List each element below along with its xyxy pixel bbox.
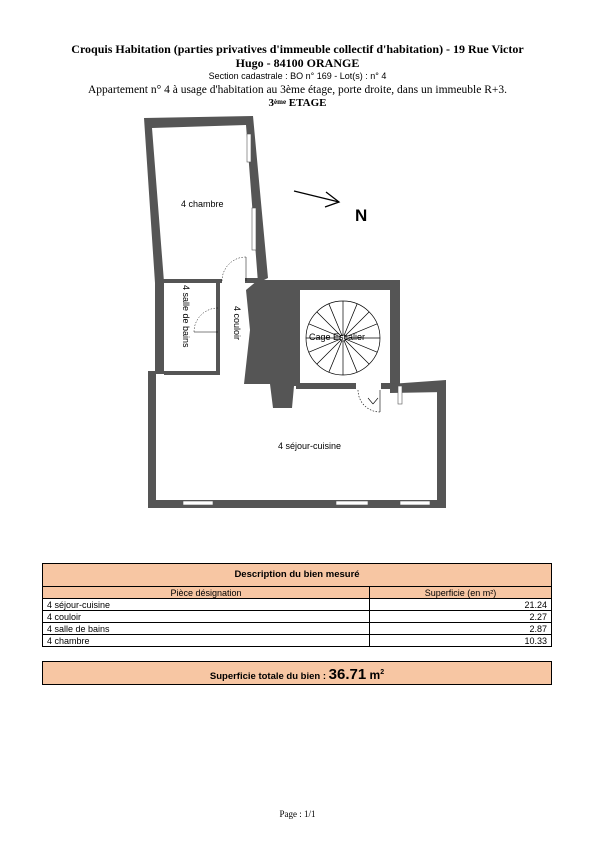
row-superficie: 2.87 <box>369 622 552 635</box>
row-superficie: 2.27 <box>369 610 552 623</box>
north-label: N <box>355 206 367 225</box>
floor-word: ETAGE <box>286 97 327 109</box>
table-title: Description du bien mesuré <box>42 563 552 587</box>
bathroom-door-icon <box>193 307 219 333</box>
bedroom-wall <box>144 116 268 283</box>
total-unit: m <box>366 668 381 682</box>
row-piece: 4 couloir <box>42 610 370 623</box>
row-piece: 4 salle de bains <box>42 622 370 635</box>
bathroom-bottom-wall <box>164 371 220 375</box>
room-label-sejour-cuisine: 4 séjour-cuisine <box>278 441 341 451</box>
column-header-superficie: Superficie (en m²) <box>369 586 552 599</box>
living-right-wall <box>437 381 446 508</box>
living-bottom-wall <box>148 500 446 508</box>
table-row: 4 chambre 10.33 <box>42 634 552 647</box>
surface-table: Description du bien mesuré Pièce désigna… <box>42 563 552 647</box>
table-row: 4 couloir 2.27 <box>42 610 552 623</box>
stair-step-line <box>344 339 370 365</box>
table-row: 4 salle de bains 2.87 <box>42 622 552 635</box>
document-title: Croquis Habitation (parties privatives d… <box>40 42 555 70</box>
stair-step-line <box>316 339 342 365</box>
row-superficie: 10.33 <box>369 634 552 647</box>
stair-cage-bottom-right <box>381 383 391 389</box>
bedroom-window-top <box>246 133 252 163</box>
stair-step-line <box>344 311 370 337</box>
living-window-2 <box>335 500 369 506</box>
total-surface: Superficie totale du bien : 36.71 m2 <box>42 661 552 685</box>
column-header-piece: Pièce désignation <box>42 586 370 599</box>
total-label: Superficie totale du bien : <box>209 671 329 682</box>
bedroom-bottom-wall <box>155 279 222 283</box>
bathroom-right-wall <box>216 283 220 373</box>
north-arrow-icon <box>293 190 341 208</box>
bedroom-door-icon <box>221 256 247 282</box>
title-line-2: Hugo - 84100 ORANGE <box>235 56 360 70</box>
room-label-cage-escalier: Cage Escalier <box>309 332 365 342</box>
living-window-side <box>397 385 403 405</box>
stair-step-line <box>316 311 342 337</box>
stair-step-line <box>343 340 358 373</box>
floor-plan: N 4 chambre 4 salle de bains 4 couloir C… <box>144 116 446 508</box>
stair-step-line <box>308 323 341 338</box>
room-label-salle-de-bains: 4 salle de bains <box>181 285 191 348</box>
cadastral-section: Section cadastrale : BO n° 169 - Lot(s) … <box>208 71 387 81</box>
floor-number: 3 <box>268 97 275 109</box>
stair-step-line <box>343 303 358 336</box>
total-unit-exponent: 2 <box>380 669 385 676</box>
stair-step-line <box>328 340 343 373</box>
stair-cage-bottom-left <box>296 383 356 389</box>
row-superficie: 21.24 <box>369 598 552 611</box>
living-left-wall <box>148 371 156 508</box>
living-right-upper-wall <box>390 380 446 393</box>
room-label-chambre: 4 chambre <box>181 199 224 209</box>
entrance-door-icon <box>357 389 381 413</box>
living-window-1 <box>182 500 214 506</box>
floor-suffix: ème <box>274 98 287 106</box>
stair-step-line <box>345 323 378 338</box>
bathroom-left-wall <box>155 279 164 374</box>
page-number: Page : 1/1 <box>279 809 316 819</box>
row-piece: 4 chambre <box>42 634 370 647</box>
row-piece: 4 séjour-cuisine <box>42 598 370 611</box>
living-window-3 <box>399 500 431 506</box>
total-value: 36.71 <box>328 666 367 683</box>
apartment-description: Appartement n° 4 à usage d'habitation au… <box>87 84 508 96</box>
bedroom-window-bottom <box>251 207 257 251</box>
table-row: 4 séjour-cuisine 21.24 <box>42 598 552 611</box>
bedroom-bottom-wall-right <box>245 278 258 283</box>
floor-label: 3ème ETAGE <box>0 97 595 110</box>
stair-step-line <box>308 338 341 353</box>
title-line-1: Croquis Habitation (parties privatives d… <box>71 42 524 56</box>
spiral-staircase-icon <box>305 300 381 376</box>
stair-step-line <box>345 338 378 353</box>
stair-step-line <box>328 303 343 336</box>
room-label-couloir: 4 couloir <box>232 306 242 340</box>
